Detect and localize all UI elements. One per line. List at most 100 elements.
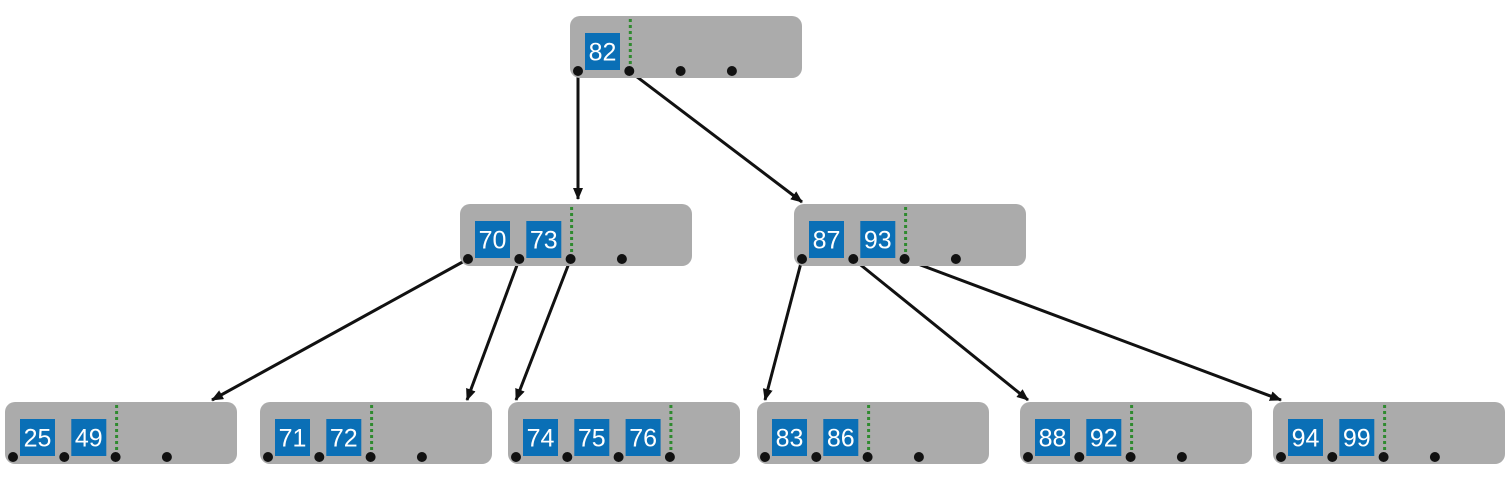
key-label: 74	[527, 425, 555, 453]
key-label: 71	[279, 425, 307, 453]
pointer-dot	[8, 452, 18, 462]
key-cell	[585, 33, 620, 70]
pointer-dot	[899, 254, 910, 264]
pointer-dot	[811, 452, 822, 462]
key-cell	[574, 419, 610, 456]
pointer-dot	[1023, 452, 1033, 462]
key-cell	[1035, 419, 1070, 456]
btree-node-leaf-1: 25 49	[5, 402, 237, 464]
key-label: 76	[629, 425, 657, 453]
pointer-dot	[726, 66, 737, 76]
key-cell	[1339, 419, 1375, 456]
btree-node-leaf-4: 83 86	[757, 402, 989, 464]
pointer-dot	[950, 254, 961, 264]
key-cell	[823, 419, 859, 456]
key-cell	[625, 419, 661, 456]
key-cell	[1086, 419, 1122, 456]
pointer-dot	[1074, 452, 1085, 462]
pointer-dot	[565, 254, 576, 264]
pointer-dot	[613, 452, 624, 462]
edge-inner-left-to-leaf-2	[465, 258, 521, 401]
key-cell	[526, 221, 562, 258]
pointer-dot	[1378, 452, 1389, 462]
btree-node-inner-left: 70 73	[460, 204, 692, 266]
btree-node-leaf-3: 74 75 76	[508, 402, 740, 464]
node-box	[1273, 402, 1505, 464]
pointer-dot	[562, 452, 573, 462]
key-label: 70	[479, 227, 507, 255]
btree-node-leaf-2: 71 72	[260, 402, 492, 464]
pointer-dot	[848, 254, 859, 264]
edge-inner-right-to-leaf-6	[904, 257, 1282, 402]
key-label: 94	[1292, 425, 1320, 453]
pointer-dot	[110, 452, 121, 462]
pointer-dot	[760, 452, 770, 462]
key-label: 75	[578, 425, 606, 453]
btree-node-leaf-5: 88 92	[1020, 402, 1252, 464]
node-box	[757, 402, 989, 464]
pointer-dot	[573, 66, 583, 76]
key-cell	[20, 419, 55, 456]
pointer-dot	[514, 254, 525, 264]
edge-inner-right-to-leaf-4	[762, 258, 804, 401]
key-label: 72	[330, 425, 358, 453]
key-label: 86	[827, 425, 855, 453]
pointer-dot	[263, 452, 273, 462]
key-label: 83	[776, 425, 804, 453]
key-cell	[860, 221, 896, 258]
pointer-dot	[161, 452, 172, 462]
key-cell	[475, 221, 510, 258]
key-cell	[1288, 419, 1323, 456]
edge-root-to-inner-right	[628, 69, 803, 204]
pointer-dot	[675, 66, 686, 76]
pointer-dot	[862, 452, 873, 462]
key-label: 99	[1343, 425, 1371, 453]
btree-node-leaf-6: 94 99	[1273, 402, 1505, 464]
edges-layer	[211, 69, 1282, 402]
key-label: 92	[1090, 425, 1118, 453]
pointer-dot	[624, 66, 635, 76]
pointer-dot	[511, 452, 521, 462]
pointer-dot	[365, 452, 376, 462]
node-box	[260, 402, 492, 464]
key-label: 82	[589, 39, 617, 67]
key-cell	[326, 419, 362, 456]
edge-inner-left-to-leaf-1	[211, 257, 469, 402]
key-cell	[772, 419, 807, 456]
pointer-dot	[463, 254, 473, 264]
pointer-dot	[1327, 452, 1338, 462]
key-label: 25	[24, 425, 52, 453]
node-box	[794, 204, 1026, 266]
pointer-dot	[1125, 452, 1136, 462]
pointer-dot	[1429, 452, 1440, 462]
pointer-dot	[1176, 452, 1187, 462]
node-box	[508, 402, 740, 464]
key-label: 87	[813, 227, 841, 255]
pointer-dot	[59, 452, 70, 462]
pointer-dot	[664, 452, 675, 462]
key-cell	[71, 419, 107, 456]
key-label: 73	[530, 227, 558, 255]
key-label: 93	[864, 227, 892, 255]
nodes-layer: 82 70 73 87 93 25 49 71 72 74 75 76 83 86 88 92 94 99	[5, 16, 1505, 464]
key-label: 49	[75, 425, 103, 453]
pointer-dot	[416, 452, 427, 462]
btree-node-root: 82	[570, 16, 802, 78]
pointer-dot	[616, 254, 627, 264]
edge-inner-right-to-leaf-5	[852, 257, 1029, 402]
node-box	[5, 402, 237, 464]
pointer-dot	[797, 254, 807, 264]
edge-inner-left-to-leaf-3	[514, 258, 572, 401]
node-box	[570, 16, 802, 78]
node-box	[1020, 402, 1252, 464]
pointer-dot	[1276, 452, 1286, 462]
key-label: 88	[1039, 425, 1067, 453]
node-box	[460, 204, 692, 266]
key-cell	[275, 419, 310, 456]
key-cell	[809, 221, 844, 258]
pointer-dot	[913, 452, 924, 462]
btree-node-inner-right: 87 93	[794, 204, 1026, 266]
pointer-dot	[314, 452, 325, 462]
key-cell	[523, 419, 558, 456]
